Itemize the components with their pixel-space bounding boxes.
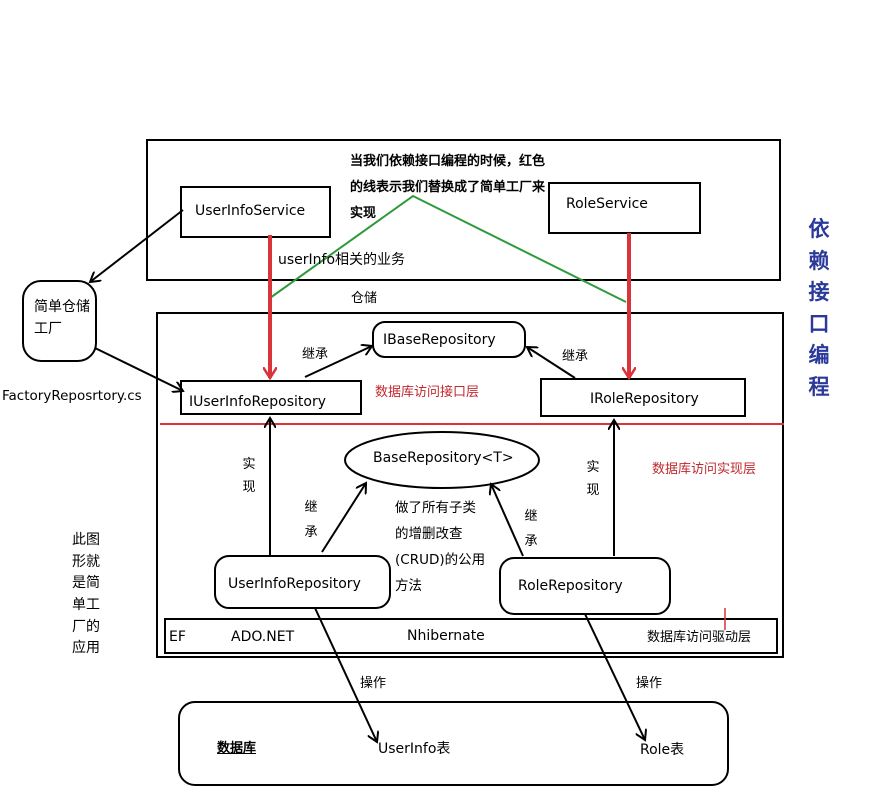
arrow-userinfo-to-table xyxy=(314,607,377,742)
inherit-label-mid-left: 继承 xyxy=(304,500,318,540)
base-note-line-2: 的增删改查 xyxy=(395,526,463,542)
inherit-label-left: 继承 xyxy=(302,347,329,362)
inherit-label-mid-right: 继承 xyxy=(524,509,538,549)
ibase-repository-box xyxy=(372,321,526,358)
userinfo-service-box xyxy=(180,186,331,238)
userinfo-repository-box xyxy=(214,555,391,609)
irole-repository-label: IRoleRepository xyxy=(590,391,699,407)
note-top-line-1: 当我们依赖接口编程的时候，红色 xyxy=(350,154,546,169)
operate-label-right: 操作 xyxy=(636,676,663,691)
role-service-box xyxy=(548,182,701,234)
implement-label-left: 实现 xyxy=(242,457,256,495)
driver-layer-label: 数据库访问驱动层 xyxy=(647,630,752,645)
factory-box xyxy=(22,280,97,362)
note-top-line-3: 实现 xyxy=(350,206,377,221)
iuserinfo-repository-label: IUserInfoRepository xyxy=(189,394,326,410)
iuserinfo-repository-box xyxy=(180,380,362,415)
base-repository-ellipse xyxy=(344,431,540,489)
role-repository-label: RoleRepository xyxy=(518,578,623,594)
database-title: 数据库 xyxy=(217,741,257,756)
impl-layer-label: 数据库访问实现层 xyxy=(652,462,757,477)
implement-label-right: 实现 xyxy=(586,460,600,498)
driver-ef-label: EF xyxy=(169,629,186,645)
database-frame xyxy=(178,701,729,786)
role-table-label: Role表 xyxy=(640,742,685,758)
repository-label: 仓储 xyxy=(351,291,378,306)
green-dependency-line xyxy=(269,194,627,303)
driver-ado-label: ADO.NET xyxy=(231,629,295,645)
userinfo-table-label: UserInfo表 xyxy=(378,741,451,757)
arrow-service-to-factory xyxy=(90,209,184,282)
driver-nhibernate-label: Nhibernate xyxy=(407,628,485,644)
userinfo-repository-label: UserInfoRepository xyxy=(228,576,361,592)
base-note-line-4: 方法 xyxy=(395,578,422,594)
role-service-label: RoleService xyxy=(566,196,648,212)
factory-file-label: FactoryReposrtory.cs xyxy=(2,388,142,404)
interface-layer-label: 数据库访问接口层 xyxy=(375,385,480,400)
operate-label-left: 操作 xyxy=(360,676,387,691)
userinfo-service-label: UserInfoService xyxy=(195,203,306,219)
arrow-userinfo-repo-to-base xyxy=(321,483,366,553)
arrow-role-repo-to-base xyxy=(491,484,524,557)
simple-factory-note: 此图形就是简单工厂的应用 xyxy=(72,532,100,657)
factory-label: 简单仓储工厂 xyxy=(34,299,90,337)
repository-layer-frame xyxy=(156,312,784,658)
arrow-factory-to-iuserinfo xyxy=(94,347,183,391)
ibase-repository-label: IBaseRepository xyxy=(383,332,496,348)
depend-interface-label: 依赖接口编程 xyxy=(808,217,830,399)
arrow-role-to-table xyxy=(584,613,645,740)
userinfo-business-label: userInfo相关的业务 xyxy=(278,252,406,268)
arrow-iuserinfo-to-ibase xyxy=(304,346,372,378)
driver-layer-frame xyxy=(164,618,778,654)
note-top-line-2: 的线表示我们替换成了简单工厂来 xyxy=(350,180,546,195)
irole-repository-box xyxy=(540,378,746,417)
inherit-label-right: 继承 xyxy=(562,349,589,364)
base-note-line-3: (CRUD)的公用 xyxy=(395,552,486,568)
service-layer-frame xyxy=(146,139,781,281)
arrow-irole-to-ibase xyxy=(527,347,576,379)
base-note-line-1: 做了所有子类 xyxy=(395,500,476,516)
base-repository-label: BaseRepository<T> xyxy=(373,450,514,466)
